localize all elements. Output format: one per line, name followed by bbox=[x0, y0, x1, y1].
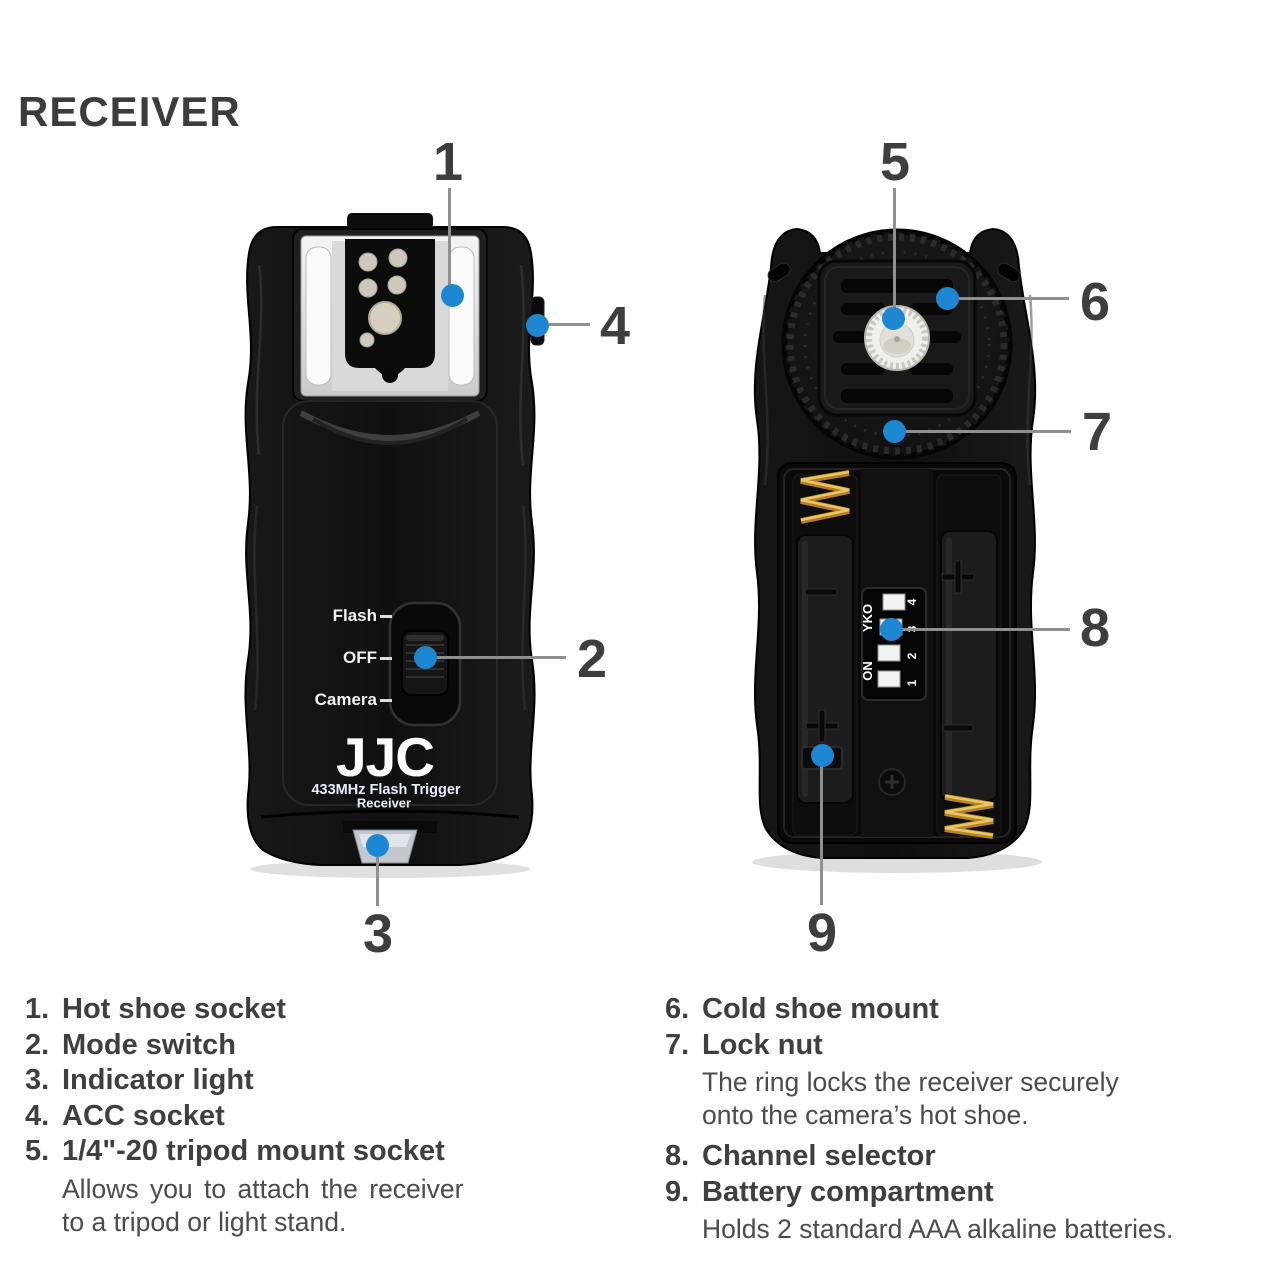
legend-description-tripod: Allows you to attach the receiver to a t… bbox=[62, 1173, 464, 1239]
callout-number-4: 4 bbox=[599, 296, 631, 356]
legend-description-line: Holds 2 standard AAA alkaline batteries. bbox=[702, 1214, 1174, 1244]
callout-dot-5 bbox=[882, 307, 905, 330]
page-title: RECEIVER bbox=[18, 88, 241, 135]
receiver-front-photo bbox=[244, 213, 545, 878]
legend-label: Mode switch bbox=[62, 1028, 237, 1061]
legend-number: 5. bbox=[25, 1135, 50, 1167]
callout-line-7 bbox=[905, 430, 1071, 433]
legend-label: Cold shoe mount bbox=[702, 993, 939, 1025]
callout-dot-1 bbox=[441, 284, 464, 307]
mode-label-off: OFF bbox=[343, 648, 377, 667]
callout-number-1: 1 bbox=[432, 132, 464, 192]
legend-item-cold-shoe-mount: 6. Cold shoe mount bbox=[665, 992, 1173, 1028]
legend-right-column: 6. Cold shoe mount 7. Lock nut The ring … bbox=[665, 992, 1173, 1253]
callout-dot-2 bbox=[414, 646, 437, 669]
callout-line-9 bbox=[820, 766, 823, 905]
callout-number-8: 8 bbox=[1079, 598, 1111, 658]
mode-label-camera: Camera bbox=[314, 690, 377, 709]
callout-number-2: 2 bbox=[576, 629, 608, 689]
hot-shoe-socket bbox=[292, 228, 488, 402]
callout-number-5: 5 bbox=[879, 132, 911, 192]
legend-number: 2. bbox=[25, 1028, 50, 1061]
callout-dot-7 bbox=[883, 420, 906, 443]
legend-number: 6. bbox=[665, 993, 690, 1025]
legend-label: Hot shoe socket bbox=[62, 993, 286, 1025]
legend-description-line: The ring locks the receiver securely bbox=[702, 1067, 1119, 1097]
callout-dot-8 bbox=[880, 618, 903, 641]
callout-number-3: 3 bbox=[362, 904, 394, 964]
dip-brand-label: YKO bbox=[860, 604, 875, 632]
dip-num-4: 4 bbox=[905, 598, 919, 605]
dip-num-2: 2 bbox=[905, 652, 919, 659]
legend-label: Channel selector bbox=[702, 1140, 936, 1172]
legend-description-line: Allows you to attach the receiver bbox=[62, 1173, 464, 1204]
legend-item-mode-switch: 2. Mode switch bbox=[25, 1028, 464, 1064]
callout-line-1 bbox=[448, 188, 451, 285]
legend-item-acc-socket: 4. ACC socket bbox=[25, 1099, 464, 1135]
dip-num-1: 1 bbox=[905, 679, 919, 686]
dip-on-label: ON bbox=[860, 661, 875, 681]
mode-label-flash: Flash bbox=[332, 606, 377, 625]
legend-label: Lock nut bbox=[702, 1028, 823, 1061]
callout-line-4 bbox=[549, 323, 590, 326]
callout-dot-6 bbox=[936, 287, 959, 310]
legend-item-indicator-light: 3. Indicator light bbox=[25, 1063, 464, 1099]
callout-number-7: 7 bbox=[1081, 402, 1113, 462]
callout-dot-4 bbox=[526, 314, 549, 337]
legend-label: Indicator light bbox=[62, 1064, 254, 1096]
legend-label: ACC socket bbox=[62, 1099, 225, 1132]
legend-description-lock-nut: The ring locks the receiver securely ont… bbox=[702, 1066, 1173, 1132]
legend-item-tripod-mount-socket: 5. 1/4"-20 tripod mount socket bbox=[25, 1134, 464, 1170]
legend-description-line: to a tripod or light stand. bbox=[62, 1206, 347, 1237]
callout-line-3 bbox=[376, 857, 379, 906]
callout-dot-9 bbox=[811, 744, 834, 767]
legend-item-lock-nut: 7. Lock nut bbox=[665, 1028, 1173, 1064]
callout-number-6: 6 bbox=[1079, 272, 1111, 332]
legend-description-battery: Holds 2 standard AAA alkaline batteries. bbox=[702, 1213, 1173, 1246]
legend-item-hot-shoe-socket: 1. Hot shoe socket bbox=[25, 992, 464, 1028]
brand-logo: JJC bbox=[336, 726, 435, 788]
callout-line-6 bbox=[958, 297, 1069, 300]
callout-line-5 bbox=[893, 188, 896, 308]
legend-number: 1. bbox=[25, 993, 50, 1025]
channel-selector: YKO ON 4 3 2 1 bbox=[860, 587, 927, 701]
legend-label: Battery compartment bbox=[702, 1175, 994, 1208]
model-subtext: Receiver bbox=[356, 795, 412, 811]
legend-left-column: 1. Hot shoe socket 2. Mode switch 3. Ind… bbox=[25, 992, 464, 1246]
callout-dot-3 bbox=[366, 834, 389, 857]
callout-line-2 bbox=[436, 656, 566, 659]
legend-label: 1/4"-20 tripod mount socket bbox=[62, 1135, 445, 1167]
legend-description-line: onto the camera’s hot shoe. bbox=[702, 1100, 1029, 1130]
legend-number: 7. bbox=[665, 1028, 690, 1061]
legend-item-battery-compartment: 9. Battery compartment bbox=[665, 1175, 1173, 1211]
callout-number-9: 9 bbox=[806, 903, 838, 963]
legend-number: 3. bbox=[25, 1064, 50, 1096]
receiver-back-photo: YKO ON 4 3 2 1 bbox=[752, 227, 1042, 873]
legend-number: 4. bbox=[25, 1099, 50, 1132]
callout-line-8 bbox=[902, 628, 1070, 631]
model-text: 433MHz Flash Trigger bbox=[311, 782, 461, 798]
legend-number: 9. bbox=[665, 1175, 690, 1208]
tripod-mount-socket bbox=[864, 305, 930, 371]
legend-number: 8. bbox=[665, 1140, 690, 1172]
legend-item-channel-selector: 8. Channel selector bbox=[665, 1139, 1173, 1175]
